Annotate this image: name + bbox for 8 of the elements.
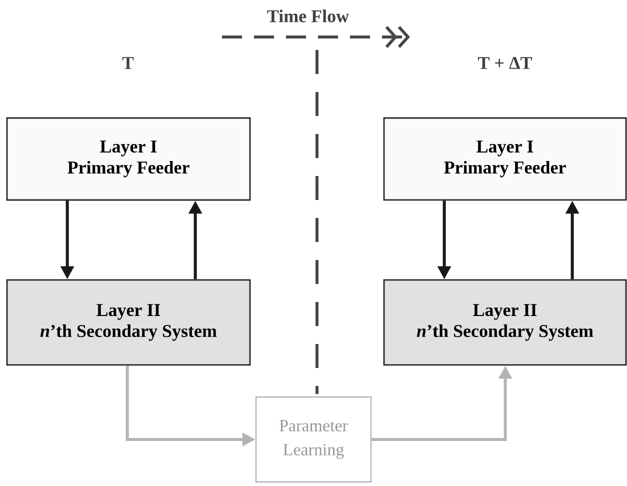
layer-box: Layer II n’th Secondary System [6,279,251,366]
time-label: T [122,57,134,69]
layer-box: Layer I Primary Feeder [383,117,627,201]
layer-box: Layer II n’th Secondary System [383,279,627,366]
layer-box: Layer I Primary Feeder [6,117,251,201]
time-label: Time Flow [267,10,349,22]
process-box: Parameter Learning [255,396,372,483]
time-label: T + ΔT [478,57,532,69]
